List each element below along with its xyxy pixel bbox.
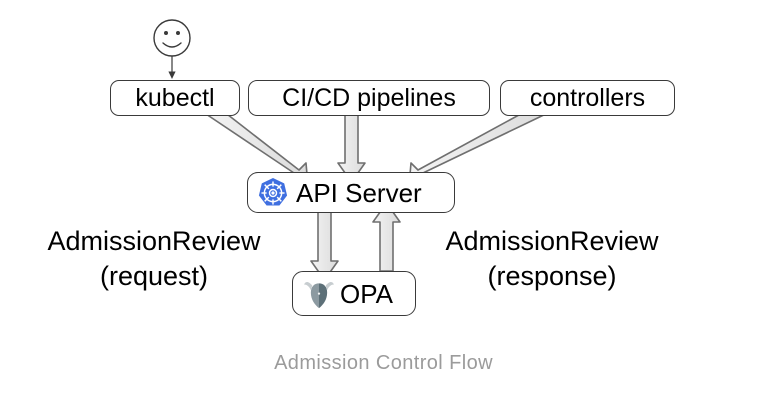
label-admission-review-request: AdmissionReview (request) — [24, 224, 284, 293]
node-cicd-pipelines[interactable]: CI/CD pipelines — [248, 80, 490, 116]
arrow-opa-to-apiserver — [372, 202, 401, 272]
diagram-caption: Admission Control Flow — [274, 352, 493, 374]
node-api-server-label: API Server — [296, 177, 422, 208]
label-admission-review-request-line1: AdmissionReview — [47, 226, 261, 256]
label-admission-review-response-line1: AdmissionReview — [445, 226, 659, 256]
kubernetes-icon — [257, 177, 289, 209]
label-admission-review-response: AdmissionReview (response) — [418, 224, 686, 293]
arrow-apiserver-to-opa — [310, 211, 339, 281]
node-kubectl[interactable]: kubectl — [110, 80, 240, 116]
smiley-face-icon — [153, 19, 191, 57]
label-admission-review-response-line2: (response) — [487, 260, 617, 291]
label-admission-review-request-line2: (request) — [99, 260, 209, 291]
node-opa-label: OPA — [340, 278, 393, 309]
node-controllers-label: controllers — [529, 83, 646, 112]
node-controllers[interactable]: controllers — [500, 80, 675, 116]
node-api-server[interactable]: API Server — [247, 172, 455, 213]
user-stick-figure — [153, 19, 191, 79]
node-cicd-pipelines-label: CI/CD pipelines — [282, 83, 456, 112]
opa-icon — [301, 277, 337, 311]
node-kubectl-label: kubectl — [135, 83, 215, 112]
node-opa[interactable]: OPA — [292, 271, 416, 316]
